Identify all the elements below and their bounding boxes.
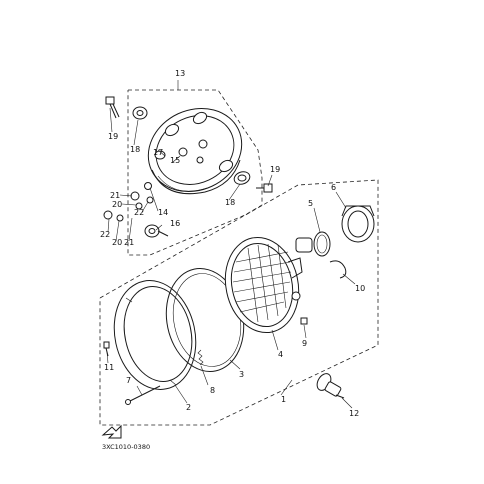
callout-19-right: 19	[270, 165, 280, 174]
callout-1: 1	[281, 395, 286, 404]
callout-3: 3	[239, 370, 244, 379]
assembly-outlines	[99, 89, 379, 426]
callout-15: 15	[170, 156, 180, 165]
headlight-rim	[113, 280, 197, 390]
callout-13: 13	[175, 69, 185, 78]
callout-2: 2	[186, 403, 191, 412]
drawing-code: 3XC1010-0380	[102, 443, 150, 451]
callout-5: 5	[308, 199, 313, 208]
callout-17: 17	[153, 148, 163, 157]
callout-20-bottom: 20	[112, 238, 122, 247]
callout-21-bottom: 21	[124, 238, 134, 247]
bolt-19-right	[256, 183, 273, 193]
callout-11: 11	[104, 363, 114, 372]
callout-20-top: 20	[112, 200, 122, 209]
bulb-socket	[295, 231, 331, 257]
callout-16: 16	[170, 219, 180, 228]
callout-22-bottom: 22	[100, 230, 110, 239]
screw-7	[125, 385, 161, 405]
screw-9	[300, 317, 308, 325]
callout-22-top: 22	[134, 208, 144, 217]
callout-6: 6	[331, 183, 336, 192]
callout-14: 14	[158, 208, 168, 217]
spring-8	[197, 349, 204, 366]
callout-9: 9	[302, 339, 307, 348]
screw-11	[103, 341, 110, 357]
callout-19-left: 19	[108, 132, 118, 141]
callout-7: 7	[126, 376, 131, 385]
lens-unit	[224, 236, 303, 334]
callout-labels: 13 19 18 17 15 21 20 22 14 16 18 19 22 2…	[100, 69, 365, 418]
housing-group-outline	[127, 89, 263, 256]
headlight-group-outline	[99, 179, 379, 426]
callout-4: 4	[278, 350, 283, 359]
callout-18-right: 18	[225, 198, 235, 207]
bolt-19-left	[105, 96, 120, 119]
leader-lines	[106, 80, 356, 409]
bulb-12	[316, 373, 345, 399]
callout-8: 8	[210, 386, 215, 395]
callout-12: 12	[349, 409, 359, 418]
mount-hardware	[103, 182, 169, 238]
callout-21-top: 21	[110, 191, 120, 200]
clip-10	[329, 260, 347, 279]
socket-cover	[341, 205, 375, 243]
callout-10: 10	[355, 284, 365, 293]
headlight-housing	[147, 107, 251, 195]
grommet-18-left	[132, 106, 148, 120]
callout-18-left: 18	[130, 145, 140, 154]
front-arrow-icon	[101, 424, 122, 439]
